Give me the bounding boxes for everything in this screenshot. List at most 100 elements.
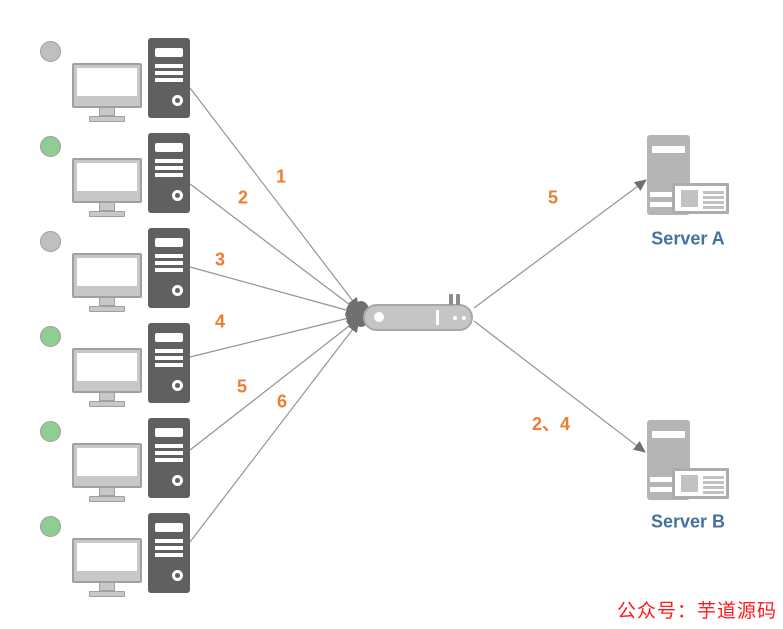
panel-line <box>703 191 724 194</box>
server-panel-icon <box>672 468 729 499</box>
server-a-label: Server A <box>651 228 725 249</box>
panel-line <box>703 196 724 199</box>
tower-vent-line <box>155 78 183 82</box>
client-monitor-icon <box>72 538 142 597</box>
server-slot <box>650 202 673 207</box>
label-to-server-b: 2、4 <box>531 414 571 434</box>
client-monitor-icon <box>72 253 142 312</box>
tower-vent-line <box>155 363 183 367</box>
tower-vent-line <box>155 261 183 265</box>
client-status-dot <box>40 136 61 157</box>
panel-line <box>703 206 724 209</box>
panel-line <box>703 476 724 479</box>
server-b-label: Server B <box>650 511 726 532</box>
panel-line <box>703 486 724 489</box>
monitor-stand-neck <box>99 108 115 116</box>
monitor-stand-neck <box>99 298 115 306</box>
tower-vent-line <box>155 546 183 550</box>
monitor-stand-base <box>89 116 125 122</box>
tower-vent-line <box>155 254 183 258</box>
server-b <box>647 420 777 535</box>
monitor-frame <box>72 63 142 108</box>
client-status-dot <box>40 326 61 347</box>
monitor-stand-neck <box>99 203 115 211</box>
tower-power-button <box>172 475 183 486</box>
balancer-dot <box>462 316 466 320</box>
server-slot <box>650 477 673 482</box>
panel-square <box>681 475 698 492</box>
tower-vent-line <box>155 553 183 557</box>
monitor-stand-neck <box>99 583 115 591</box>
tower-drive-bay <box>155 238 183 247</box>
connection-label-4: 4 <box>214 311 226 332</box>
balancer-led <box>374 312 384 322</box>
connection-label-1: 1 <box>275 166 287 187</box>
server-a <box>647 135 777 250</box>
monitor-stand-base <box>89 401 125 407</box>
server-drive-bay <box>652 431 685 438</box>
client-workstation <box>40 513 200 601</box>
client-status-dot <box>40 421 61 442</box>
tower-drive-bay <box>155 523 183 532</box>
connection-label-2: 2 <box>237 187 249 208</box>
monitor-stand-base <box>89 211 125 217</box>
tower-power-button <box>172 285 183 296</box>
tower-vent-line <box>155 356 183 360</box>
client-tower-icon <box>148 38 190 118</box>
monitor-frame <box>72 158 142 203</box>
balancer-divider <box>436 310 439 325</box>
tower-drive-bay <box>155 143 183 152</box>
monitor-stand-base <box>89 591 125 597</box>
tower-power-button <box>172 95 183 106</box>
client-workstation <box>40 323 200 411</box>
connection-label-6: 6 <box>276 391 288 412</box>
label-to-server-a: 5 <box>547 187 559 208</box>
tower-vent-line <box>155 268 183 272</box>
connection-label-5: 5 <box>236 376 248 397</box>
monitor-frame <box>72 538 142 583</box>
monitor-frame <box>72 348 142 393</box>
server-panel-icon <box>672 183 729 214</box>
tower-vent-line <box>155 64 183 68</box>
client-workstation <box>40 228 200 316</box>
monitor-stand-base <box>89 496 125 502</box>
tower-drive-bay <box>155 48 183 57</box>
tower-power-button <box>172 380 183 391</box>
client-workstation <box>40 418 200 506</box>
server-slot <box>650 487 673 492</box>
monitor-screen <box>77 258 137 286</box>
tower-vent-line <box>155 71 183 75</box>
balancer-dot <box>453 316 457 320</box>
monitor-screen <box>77 68 137 96</box>
client-monitor-icon <box>72 158 142 217</box>
balancer-antenna <box>449 294 453 305</box>
client-monitor-icon <box>72 443 142 502</box>
tower-vent-line <box>155 444 183 448</box>
monitor-stand-neck <box>99 488 115 496</box>
monitor-frame <box>72 253 142 298</box>
client-tower-icon <box>148 323 190 403</box>
watermark-text: 公众号：芋道源码 <box>616 601 777 622</box>
client-tower-icon <box>148 228 190 308</box>
tower-vent-line <box>155 159 183 163</box>
tower-power-button <box>172 570 183 581</box>
panel-line <box>703 481 724 484</box>
connection-label-3: 3 <box>214 249 226 270</box>
client-status-dot <box>40 231 61 252</box>
monitor-screen <box>77 353 137 381</box>
panel-square <box>681 190 698 207</box>
client-tower-icon <box>148 133 190 213</box>
monitor-stand-neck <box>99 393 115 401</box>
tower-vent-line <box>155 451 183 455</box>
server-drive-bay <box>652 146 685 153</box>
load-balancer-icon <box>363 294 473 331</box>
tower-power-button <box>172 190 183 201</box>
tower-drive-bay <box>155 428 183 437</box>
monitor-frame <box>72 443 142 488</box>
client-status-dot <box>40 516 61 537</box>
tower-drive-bay <box>155 333 183 342</box>
panel-line <box>703 201 724 204</box>
client-tower-icon <box>148 513 190 593</box>
monitor-screen <box>77 448 137 476</box>
